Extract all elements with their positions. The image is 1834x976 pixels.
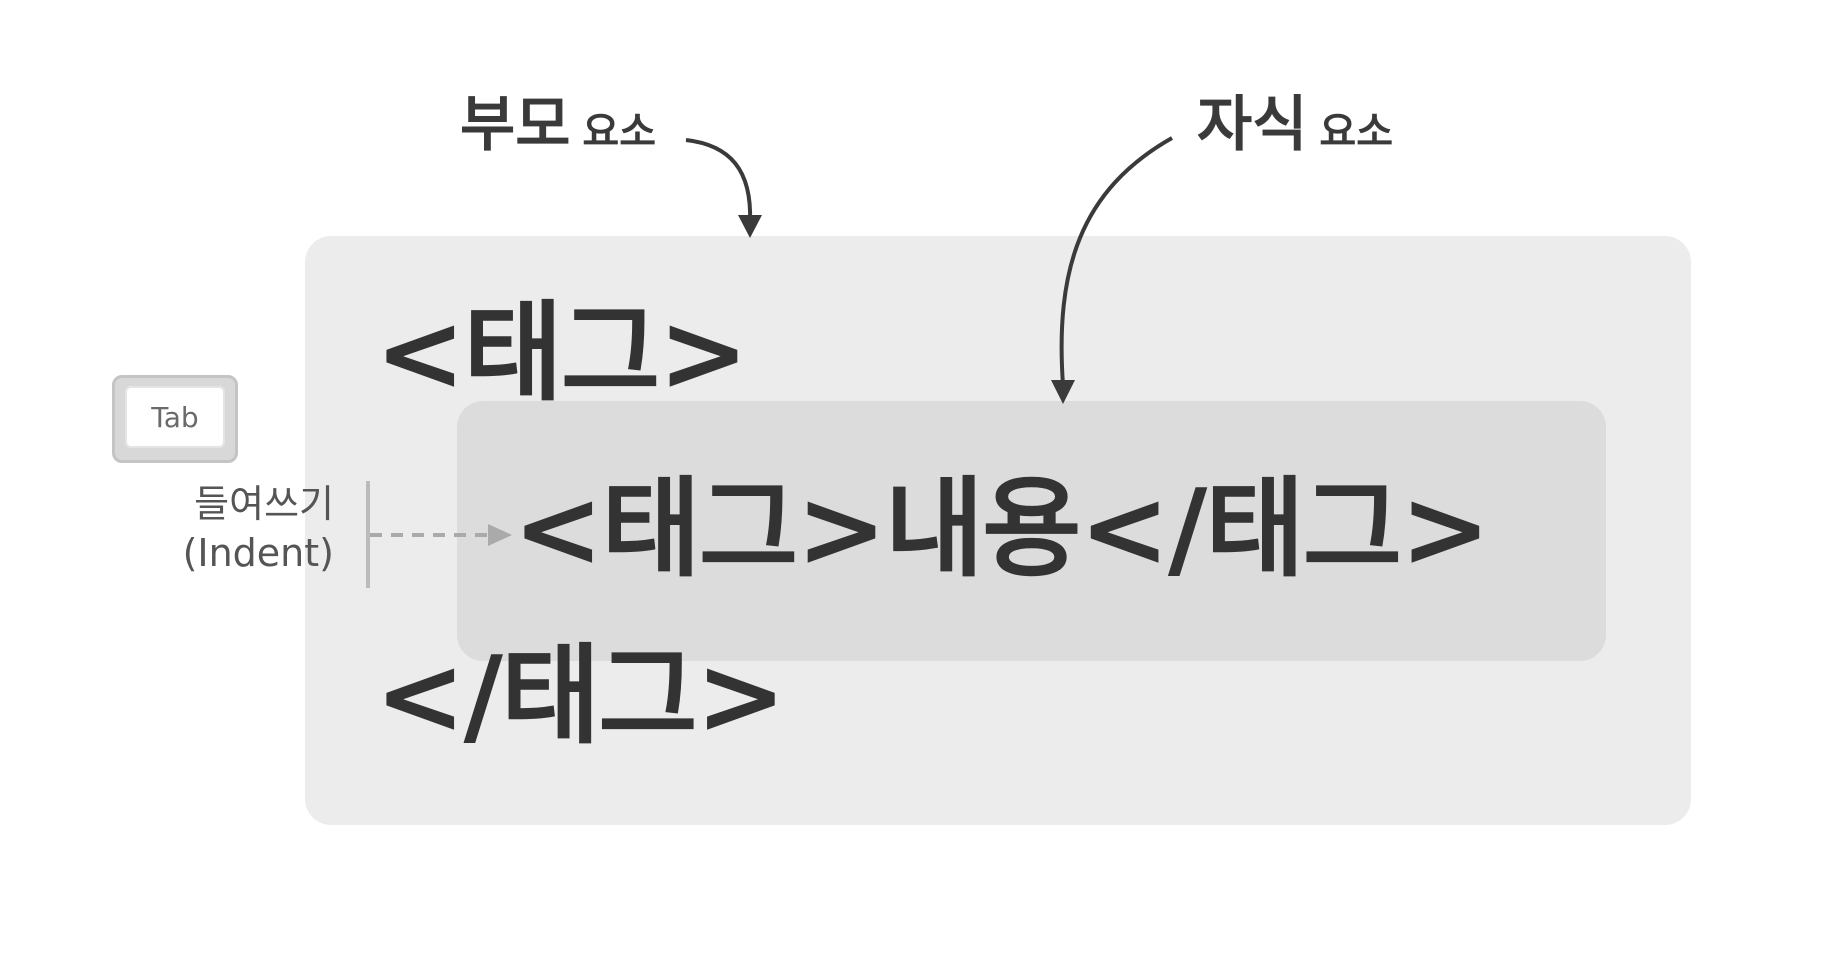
indent-label-korean: 들여쓰기 [194,482,334,526]
child-element-box [457,401,1606,661]
open-tag-text: <태그> [375,291,749,416]
child-element-code: <태그>내용</태그> [513,467,1491,592]
child-arrow [1059,136,1173,386]
indent-label: 들여쓰기 (Indent) [183,480,334,579]
tab-key-icon: Tab [112,375,238,463]
child-arrowhead [1051,380,1075,404]
parent-label-sub: 요소 [582,109,657,155]
child-label-main: 자식 [1197,90,1308,160]
indent-arrowhead [488,524,512,546]
parent-arrow [685,138,753,223]
tab-key-label: Tab [125,386,225,448]
parent-label-main: 부모 [460,90,571,160]
close-tag-text: </태그> [375,634,786,759]
parent-arrowhead [738,215,762,238]
child-label-sub: 요소 [1319,109,1394,155]
indent-label-english: (Indent) [182,531,334,576]
